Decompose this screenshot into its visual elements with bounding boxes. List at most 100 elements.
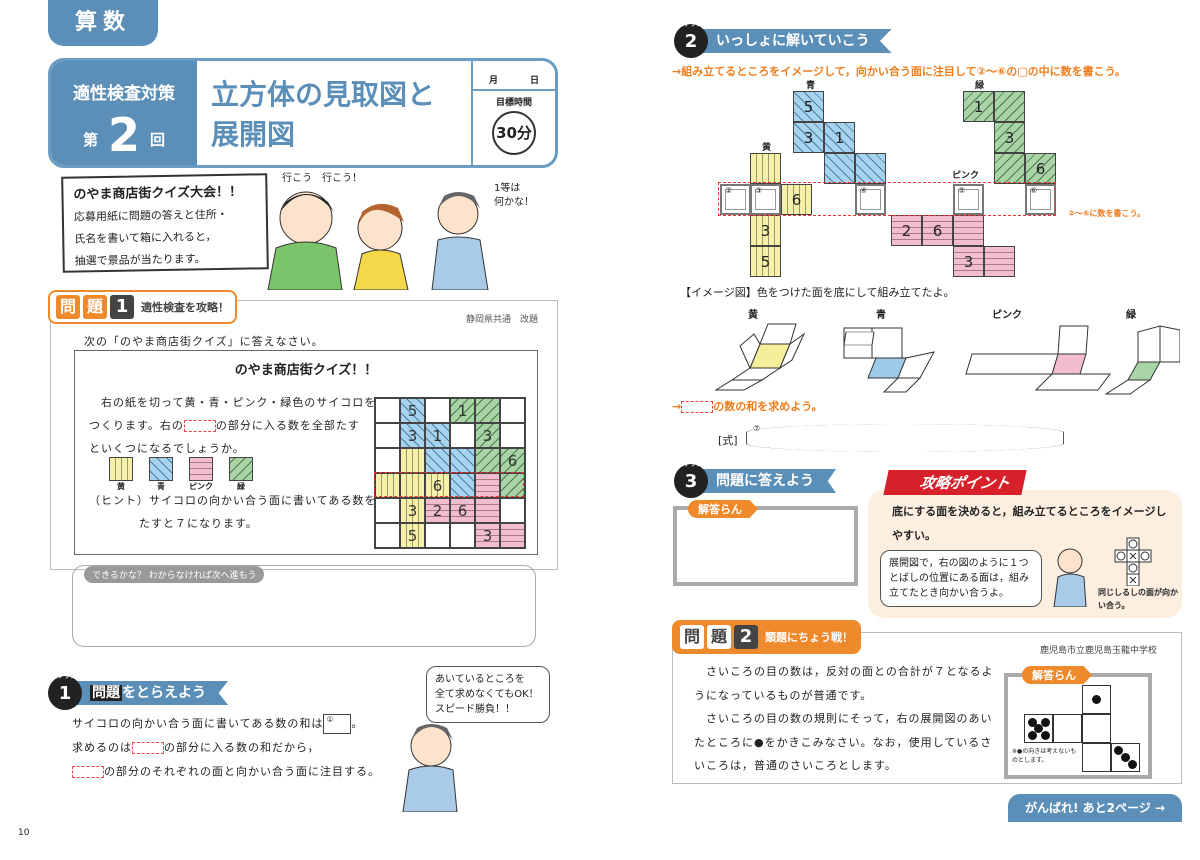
grid-cell <box>500 523 525 548</box>
net-cell-green: 3 <box>994 122 1025 153</box>
legend-item: 青 <box>149 457 173 492</box>
problem1-instruction: 次の「のやま商店街クイズ」に答えなさい。 <box>84 335 324 348</box>
quiz-text: の部分に入る数を全部たす <box>215 419 360 432</box>
step1-text: の部分のそれぞれの面と向かい合う面に注目する。 <box>104 765 380 778</box>
quiz-text: 右の紙を切って黄・青・ピンク・緑色のサイコロを <box>101 396 377 409</box>
grid-cell <box>450 448 475 473</box>
legend-label: ピンク <box>189 482 213 491</box>
point-bubble: 展開図で，右の図のように１つとばしの位置にある面は，組み立てたとき向かい合うよ。 <box>880 550 1042 607</box>
title-line1: 立方体の見取図と <box>211 78 436 111</box>
grid-cell <box>500 498 525 523</box>
grid-cell: 3 <box>400 498 425 523</box>
image-label: ピンク <box>992 310 1022 321</box>
net-cell-yellow: 6 <box>781 184 812 215</box>
answer-square[interactable]: ③ <box>750 184 781 215</box>
problem-subtitle: 類題にちょう戦！ <box>765 631 853 644</box>
date-day: 日 <box>529 76 539 86</box>
formula-label: [式] <box>718 434 738 447</box>
grid-cell <box>375 473 400 498</box>
net-cell-blue: 3 <box>793 122 824 153</box>
sum-prompt: →の数の和を求めよう。 <box>672 400 823 413</box>
formula-input[interactable]: ⑦ <box>746 424 1064 452</box>
grid-cell: 3 <box>475 523 500 548</box>
problem2-source: 鹿児島市立鹿児島玉龍中学校 <box>1040 646 1158 656</box>
date-goal-box: 月日 目標時間 30分 <box>471 61 555 165</box>
legend-swatch <box>189 457 213 481</box>
next-page-banner: がんばれ! あと2ページ → <box>1008 794 1182 822</box>
grid-cell <box>375 398 400 423</box>
bubble-line: 全て求めなくてもOK！ <box>435 689 539 700</box>
notice-line: 応募用紙に問題の答えと住所・ <box>73 207 228 224</box>
problem2-answer-area[interactable]: ※●の向きは考えないものとします。 <box>1004 673 1152 779</box>
blank-face[interactable] <box>1082 743 1111 772</box>
problem-number: 2 <box>734 625 758 649</box>
step3-answer-box[interactable] <box>673 506 858 586</box>
answer-box-1[interactable]: ① <box>323 714 352 734</box>
net-cell-green <box>994 91 1025 122</box>
blank-face[interactable] <box>1082 714 1111 743</box>
round-prefix: 第 <box>82 131 98 149</box>
tab-char: 題 <box>83 295 107 319</box>
net-cell-pink <box>953 215 984 246</box>
net-cell-green <box>994 153 1025 184</box>
grid-cell <box>450 523 475 548</box>
image-label: 青 <box>876 310 886 321</box>
step2-title: いっしょに解いていこう <box>698 29 892 53</box>
grid-cell: 6 <box>450 498 475 523</box>
net-cell-blue: 1 <box>824 122 855 153</box>
net-cell-pink <box>984 246 1015 277</box>
net-cell-green: 6 <box>1025 153 1056 184</box>
clock-icon: 30分 <box>492 111 536 155</box>
net-cell-yellow: 5 <box>750 246 781 277</box>
grid-cell: 1 <box>450 398 475 423</box>
characters-illustration <box>267 191 489 290</box>
grid-cell: 3 <box>475 423 500 448</box>
blank-face[interactable] <box>1053 714 1082 743</box>
teacher-bubble: あいているところを 全て求めなくてもOK！ スピード勝負！！ <box>426 666 550 723</box>
legend-item: 緑 <box>229 457 253 492</box>
step1-text: サイコロの向かい合う面に書いてある数の和は <box>72 717 324 730</box>
grid-cell <box>475 398 500 423</box>
legend-swatch <box>149 457 173 481</box>
quiz-text: つくります。右の <box>89 419 184 432</box>
problem-number: 1 <box>110 295 134 319</box>
grid-cell <box>425 398 450 423</box>
step-small: ステップ <box>678 21 703 28</box>
problem2-text: さいころの目の数は，反対の面との合計が７となるようになっているものが普通です。 <box>694 665 994 702</box>
answer-square[interactable]: ④ <box>855 184 886 215</box>
step-small: ステップ <box>678 461 703 468</box>
work-area-label: できるかな？ わからなければ次へ進もう <box>84 566 265 583</box>
net-cell-yellow <box>750 153 781 184</box>
net-cell-blue: 5 <box>793 91 824 122</box>
grid-cell <box>475 448 500 473</box>
boy-speech: 行こう 行こう！ <box>282 173 362 184</box>
grid-cell: 3 <box>400 423 425 448</box>
tab-char: 題 <box>707 625 731 649</box>
work-area[interactable] <box>72 565 536 647</box>
net-cell-yellow: 3 <box>750 215 781 246</box>
legend-swatch <box>229 457 253 481</box>
grid-cell <box>375 523 400 548</box>
grid-cell <box>475 498 500 523</box>
speech-line: 1等は <box>494 183 521 194</box>
legend-label: 青 <box>157 482 165 491</box>
notice-line: 氏名を書いて箱に入れると， <box>74 230 217 246</box>
step3-title: 問題に答えよう <box>698 469 836 493</box>
grid-cell <box>500 423 525 448</box>
grid-cell <box>425 523 450 548</box>
answer-square[interactable]: ⑤ <box>953 184 984 215</box>
dashed-box-marker <box>183 420 216 432</box>
legend-swatch <box>109 457 133 481</box>
problem2-text: さいころの目の数の規則にそって，右の展開図のあいたところに●をかきこみなさい。な… <box>694 712 993 772</box>
image-caption: 【イメージ図】色をつけた面を底にして組み立てたよ。 <box>680 286 955 299</box>
bubble-line: スピード勝負！！ <box>435 704 515 715</box>
legend-label: 緑 <box>237 482 245 491</box>
net-label-blue: 青 <box>806 81 816 91</box>
legend-item: ピンク <box>189 457 213 492</box>
round-number: 2 <box>107 108 140 162</box>
